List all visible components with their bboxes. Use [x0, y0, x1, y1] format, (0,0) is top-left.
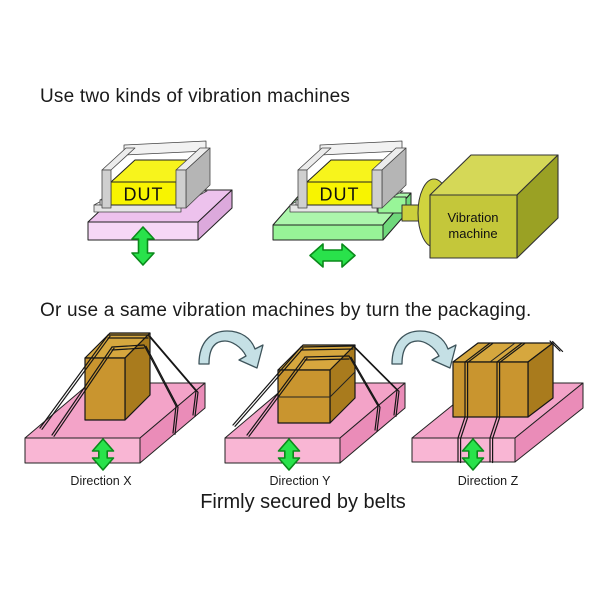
rotation-arrow-icon [391, 330, 457, 369]
direction-x-illustration [24, 332, 206, 471]
dut-box [306, 159, 397, 206]
bottom-illustrations [24, 330, 584, 471]
direction-z-label: Direction Z [457, 474, 519, 488]
dut-label: DUT [320, 185, 360, 205]
belts [232, 345, 400, 437]
section-title-two-machines: Use two kinds of vibration machines [40, 86, 351, 107]
dut-fixture: DUT [289, 140, 407, 213]
vibration-machine-label-line2: machine [448, 226, 497, 241]
direction-y-illustration [224, 344, 406, 471]
vibration-machine-box: Vibration machine [429, 154, 559, 259]
horizontal-shaker-illustration: Vibration machine DUT [272, 140, 559, 268]
vertical-arrow-icon [131, 226, 155, 266]
top-illustrations: DUT Vibration machine [87, 140, 559, 268]
vibration-machine-label-line1: Vibration [447, 210, 498, 225]
vertical-arrow-icon [461, 438, 485, 471]
packaging-box [84, 332, 151, 421]
direction-y-label: Direction Y [269, 474, 331, 488]
vertical-shaker-illustration: DUT [87, 140, 233, 266]
belts [457, 342, 526, 464]
dut-fixture: DUT [93, 140, 211, 213]
packaging-box [452, 342, 554, 418]
belts-caption: Firmly secured by belts [200, 491, 406, 513]
belts [39, 334, 199, 437]
horizontal-arrow-icon [309, 243, 356, 268]
rotation-arrow-icon [198, 330, 264, 369]
direction-z-illustration [411, 340, 584, 471]
section-title-turn-packaging: Or use a same vibration machines by turn… [40, 300, 532, 321]
vertical-arrow-icon [277, 438, 301, 471]
dut-label: DUT [124, 185, 164, 205]
direction-x-label: Direction X [70, 474, 132, 488]
vertical-arrow-icon [91, 438, 115, 471]
